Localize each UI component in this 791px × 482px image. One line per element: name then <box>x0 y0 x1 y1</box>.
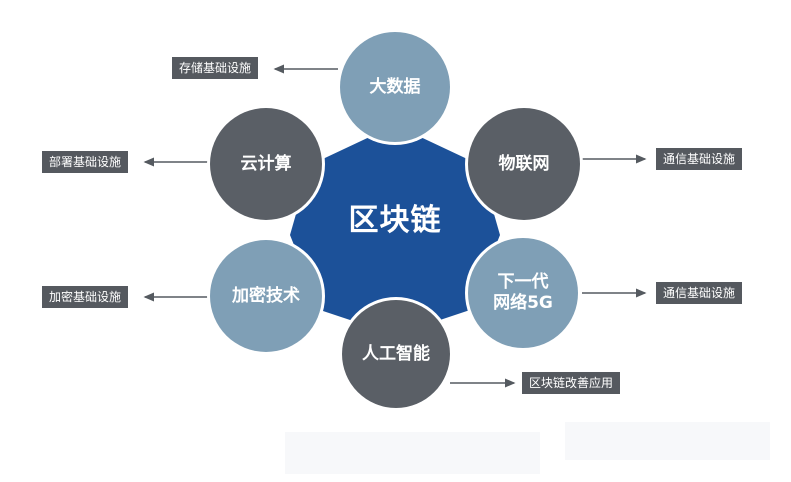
node-bigdata-label: 大数据 <box>369 76 421 97</box>
center-hexagon <box>290 125 500 335</box>
node-ai: 人工智能 <box>342 300 450 408</box>
node-5g-line2: 网络5G <box>493 293 553 313</box>
watermark-block-right <box>565 422 770 460</box>
node-cloud-label: 云计算 <box>240 153 292 174</box>
node-5g: 下一代 网络5G <box>468 238 578 348</box>
tag-iot: 通信基础设施 <box>656 148 743 170</box>
tag-crypto: 加密基础设施 <box>42 286 129 308</box>
tag-ai: 区块链改善应用 <box>522 372 621 394</box>
tag-5g: 通信基础设施 <box>656 282 743 304</box>
node-crypto: 加密技术 <box>210 240 322 352</box>
node-iot-label: 物联网 <box>498 153 550 174</box>
node-cloud: 云计算 <box>210 108 322 220</box>
tag-bigdata: 存储基础设施 <box>172 57 259 79</box>
node-5g-line1: 下一代 <box>497 272 549 292</box>
center-label: 区块链 <box>348 203 442 238</box>
watermark-block-left <box>285 432 540 474</box>
node-iot: 物联网 <box>468 108 580 220</box>
node-ai-label: 人工智能 <box>362 343 430 364</box>
node-5g-label: 下一代 网络5G <box>493 272 553 314</box>
tag-cloud: 部署基础设施 <box>42 151 129 173</box>
node-crypto-label: 加密技术 <box>232 285 300 306</box>
node-bigdata: 大数据 <box>340 32 450 142</box>
